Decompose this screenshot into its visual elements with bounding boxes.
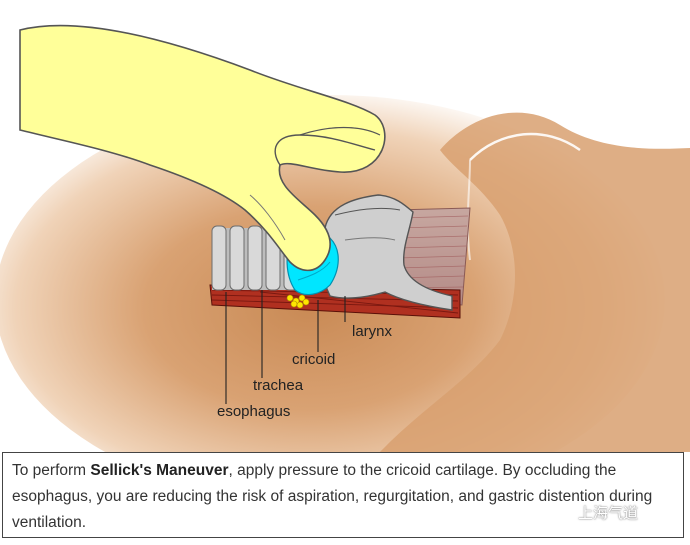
- wechat-icon: [546, 501, 572, 522]
- gloved-hand: [19, 24, 386, 272]
- label-cricoid: cricoid: [292, 351, 335, 368]
- label-esophagus: esophagus: [217, 403, 290, 420]
- watermark-text: 上海气道: [578, 503, 639, 522]
- caption-text: , apply pressure to the cricoid cartilag…: [12, 462, 653, 531]
- caption-term: Sellick's Maneuver: [90, 462, 229, 479]
- larynx-cartilage: [320, 194, 453, 311]
- fat-globules: [286, 294, 310, 309]
- caption-prefix: To perform: [12, 462, 91, 479]
- label-trachea: trachea: [253, 377, 304, 394]
- leader-lines: [225, 290, 346, 404]
- label-larynx: larynx: [352, 323, 393, 340]
- caption-box: To perform Sellick's Maneuver, apply pre…: [2, 452, 684, 538]
- watermark: 上海气道: [546, 500, 638, 524]
- sellick-maneuver-illustration: larynx cricoid trachea esophagus: [0, 24, 690, 452]
